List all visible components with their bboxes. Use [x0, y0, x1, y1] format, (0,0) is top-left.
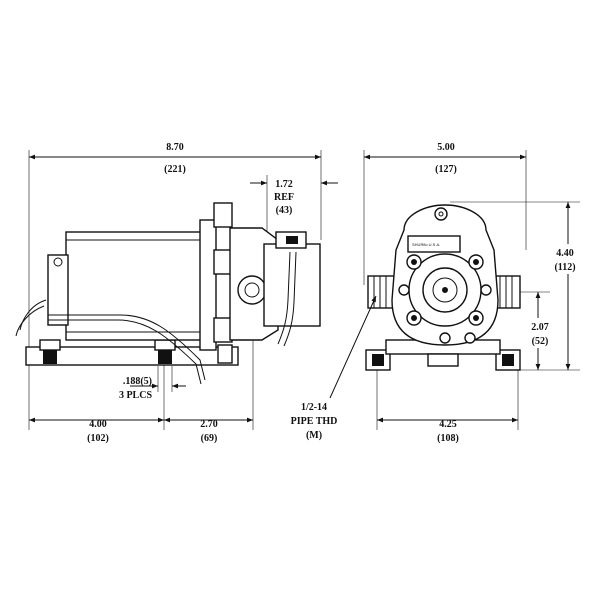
overall-length-metric: (221)	[164, 164, 186, 175]
overall-length-value: 8.70	[166, 142, 184, 153]
dimension-height: 4.40 (112)	[548, 202, 588, 370]
dimension-port-height: 2.07 (52)	[524, 292, 556, 370]
ref-offset-note: REF	[274, 192, 294, 203]
thread-callout: 1/2-14 PIPE THD (M)	[291, 295, 377, 441]
right-span-metric: (69)	[201, 433, 218, 444]
dimension-overall-length: 8.70 (221)	[29, 142, 321, 175]
height-metric: (112)	[554, 262, 575, 273]
dimension-base-width: 4.25 (108)	[377, 417, 518, 444]
base-width-value: 4.25	[439, 419, 457, 430]
port-height-value: 2.07	[531, 322, 549, 333]
slot-note: 3 PLCS	[119, 390, 153, 401]
dimension-right-span: 2.70 (69)	[164, 417, 253, 444]
left-span-metric: (102)	[87, 433, 109, 444]
dimension-left-span: 4.00 (102)	[29, 417, 164, 444]
dimension-width: 5.00 (127)	[364, 142, 526, 175]
side-view	[15, 150, 322, 430]
base-width-metric: (108)	[437, 433, 459, 444]
ref-offset-value: 1.72	[275, 179, 293, 190]
right-span-value: 2.70	[200, 419, 218, 430]
height-value: 4.40	[556, 248, 574, 259]
ref-offset-metric: (43)	[276, 205, 293, 216]
plate-text: SHURflo U.S.A.	[412, 242, 440, 247]
slot-value: .188(5)	[123, 376, 152, 387]
dimension-ref-offset: 1.72 REF (43)	[250, 179, 338, 216]
thread-line3: (M)	[306, 430, 322, 441]
dimension-slot: .188(5) 3 PLCS	[119, 366, 186, 401]
left-span-value: 4.00	[89, 419, 107, 430]
width-metric: (127)	[435, 164, 457, 175]
thread-line2: PIPE THD	[291, 416, 338, 427]
width-value: 5.00	[437, 142, 455, 153]
port-height-metric: (52)	[532, 336, 549, 347]
end-view: SHURflo U.S.A.	[363, 150, 580, 430]
thread-line1: 1/2-14	[301, 402, 327, 413]
